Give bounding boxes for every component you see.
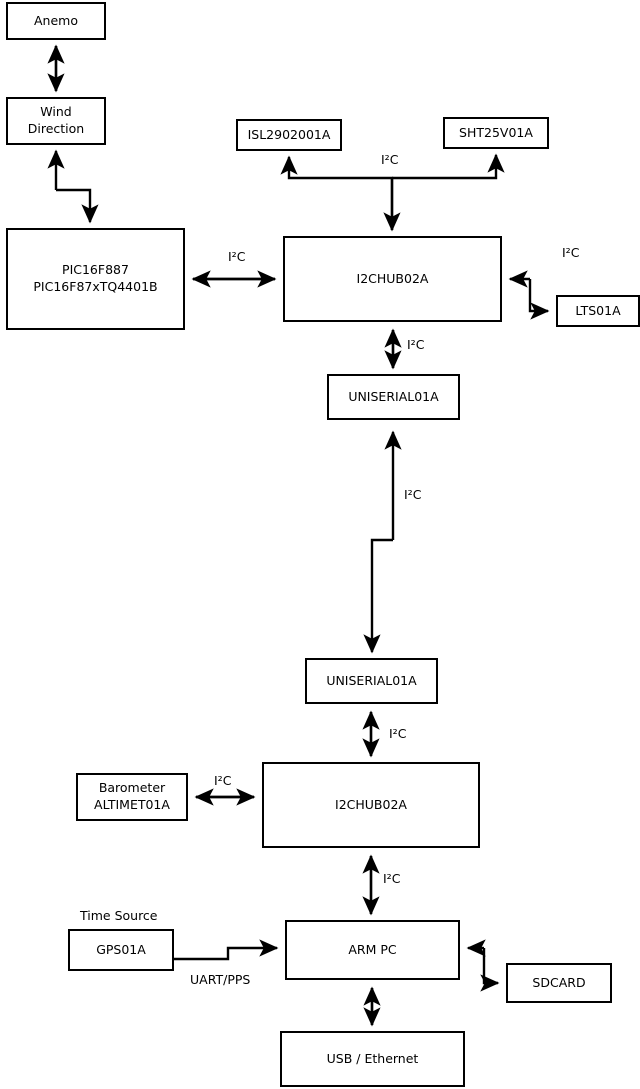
edge-label-i2c-barometer-hub2: I²C [214,773,232,788]
node-sdcard[interactable]: SDCARD [506,963,612,1003]
connector-hubtop-i2cbus [280,153,505,232]
node-barometer-altimet01a-label: Barometer ALTIMET01A [94,780,170,812]
edge-label-i2c-long-link: I²C [404,487,422,502]
edge-label-i2c-hub2-arm: I²C [383,871,401,886]
connector-armpc-sdcard [466,939,500,992]
edge-label-i2c-hub-lts: I²C [562,245,580,260]
edge-label-i2c-hub-uniserial: I²C [407,337,425,352]
connector-winddirection-pic [47,149,99,224]
node-usb-ethernet[interactable]: USB / Ethernet [280,1031,465,1087]
node-lts01a-label: LTS01A [575,302,621,318]
node-wind-direction[interactable]: Wind Direction [6,97,106,145]
edge-label-i2c-top-bus: I²C [381,152,399,167]
edge-label-i2c-uniserial-hub2: I²C [389,726,407,741]
node-i2chub02a-top[interactable]: I2CHUB02A [283,236,502,322]
node-arm-pc[interactable]: ARM PC [285,920,460,980]
node-sht25v01a-label: SHT25V01A [459,124,533,140]
node-gps01a-label: GPS01A [96,941,146,957]
connector-hubtop-lts [508,270,550,320]
node-pic-microcontroller[interactable]: PIC16F887 PIC16F87xTQ4401B [6,228,185,330]
node-gps01a[interactable]: GPS01A [68,929,174,971]
label-time-source: Time Source [80,908,158,923]
node-sht25v01a[interactable]: SHT25V01A [443,117,549,149]
node-uniserial01a-bottom[interactable]: UNISERIAL01A [305,658,438,704]
node-i2chub02a-top-label: I2CHUB02A [356,270,429,286]
node-wind-direction-label: Wind Direction [27,104,85,136]
node-anemo[interactable]: Anemo [6,2,106,40]
node-uniserial01a-top-label: UNISERIAL01A [348,388,439,404]
node-arm-pc-label: ARM PC [348,941,397,957]
node-anemo-label: Anemo [34,12,78,28]
node-isl2902001a[interactable]: ISL2902001A [236,119,342,151]
node-i2chub02a-bottom-label: I2CHUB02A [335,796,407,812]
node-uniserial01a-top[interactable]: UNISERIAL01A [327,374,460,420]
node-isl2902001a-label: ISL2902001A [247,126,331,142]
node-barometer-altimet01a[interactable]: Barometer ALTIMET01A [76,773,188,821]
connector-gps-armpc [174,939,279,961]
edge-label-uart-pps: UART/PPS [190,972,251,987]
connector-uniserial-longlink [363,430,402,654]
node-sdcard-label: SDCARD [532,974,586,990]
node-pic-microcontroller-label: PIC16F887 PIC16F87xTQ4401B [33,262,158,294]
node-lts01a[interactable]: LTS01A [556,295,640,327]
node-i2chub02a-bottom[interactable]: I2CHUB02A [262,762,480,848]
node-uniserial01a-bottom-label: UNISERIAL01A [326,672,417,688]
edge-label-i2c-pic-hub: I²C [228,249,246,264]
node-usb-ethernet-label: USB / Ethernet [326,1050,419,1066]
